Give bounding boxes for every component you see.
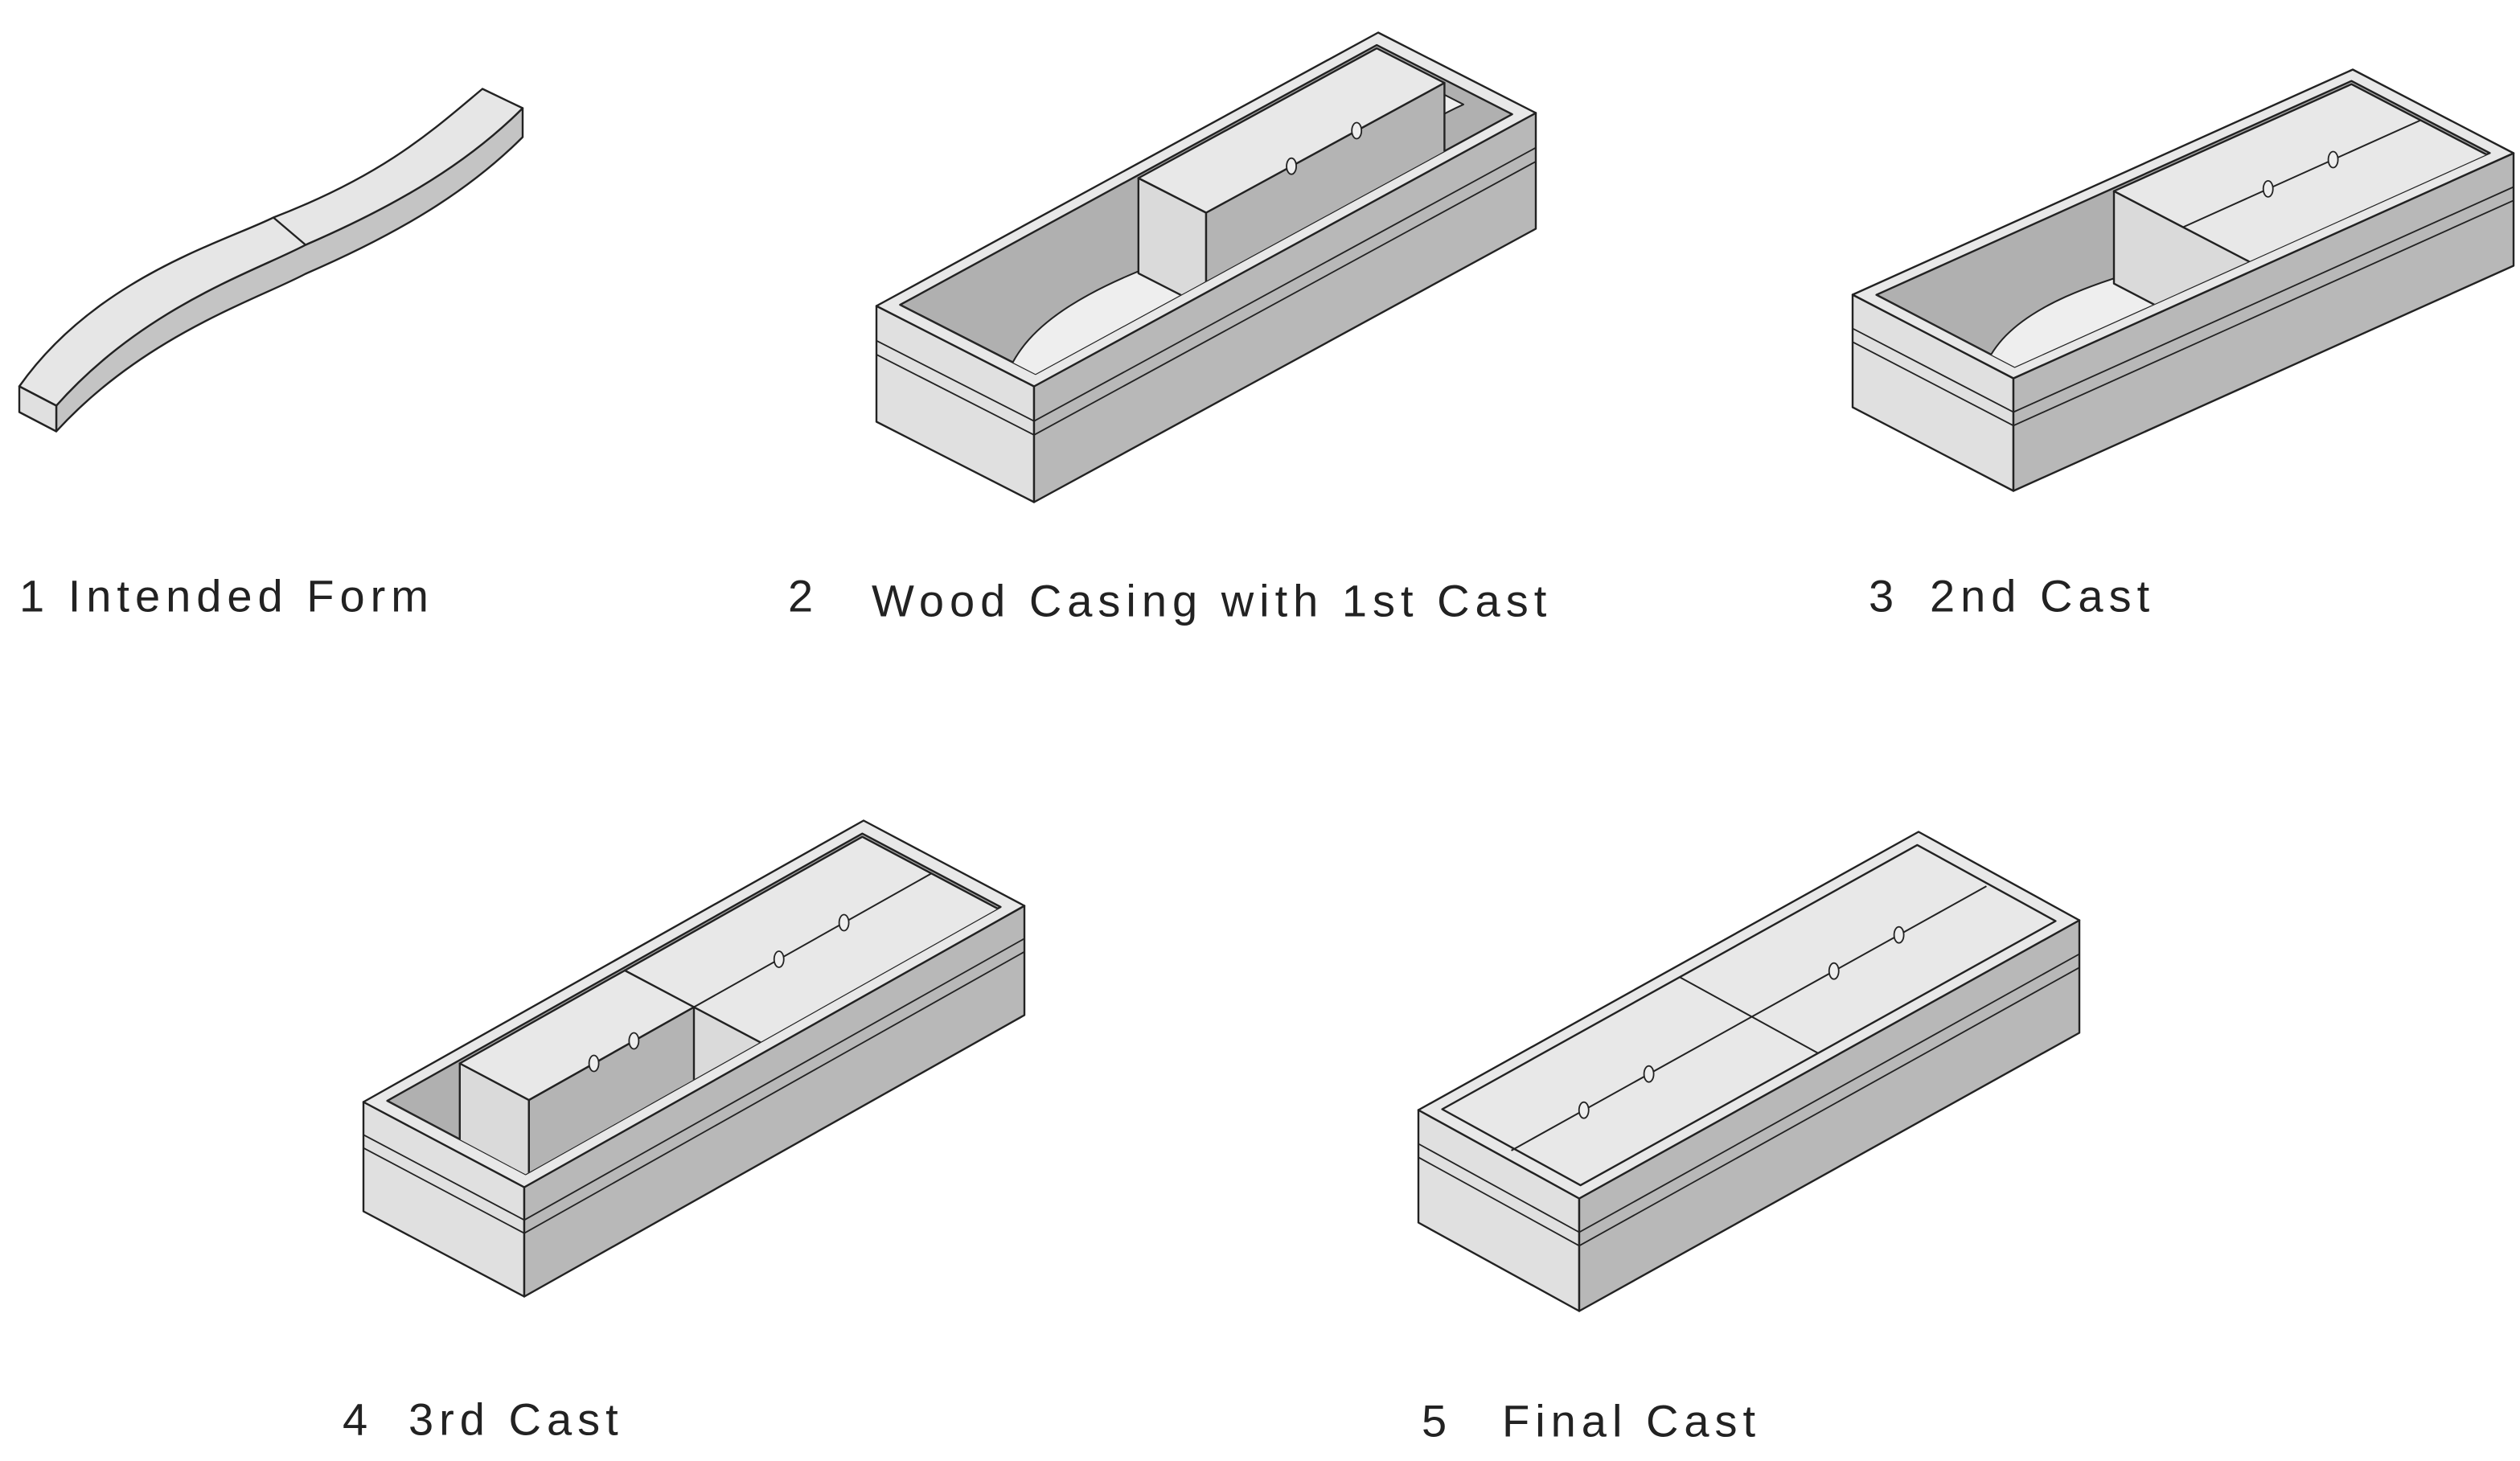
casing-box-2nd-cast [1851,68,2515,492]
panel-2-number: 2 [788,571,819,622]
alignment-pin-icon [1643,1065,1655,1083]
strap-band-line [1852,199,2514,427]
panel-5-number: 5 [1422,1396,1452,1447]
panel-3-number: 3 [1869,571,1899,622]
panel-3-title: 2nd Cast [1930,571,2155,622]
intended-form-bar [18,88,524,433]
panel-4-title: 3rd Cast [408,1394,624,1445]
labels: 1 Intended Form 2 Wood Casing with 1st C… [19,571,2155,1447]
strap-band-line [876,146,1537,422]
panel-1-label: 1 Intended Form [19,571,434,622]
casing-box-3rd-cast [362,819,1026,1298]
alignment-pin-icon [838,913,850,932]
bar-top-face [18,88,524,407]
strap-band-line [1418,966,2080,1247]
strap-band-line [876,161,1537,436]
cast-top-face [1137,47,1446,214]
alignment-pin-icon [2327,150,2339,169]
panel-5-title: Final Cast [1502,1396,1761,1447]
alignment-pin-icon [1828,962,1840,980]
bar-end-face [18,385,58,433]
drawings [18,31,2515,1312]
alignment-pin-icon [588,1054,600,1073]
cast-seam-line [1511,885,1987,1151]
alignment-pin-icon [1578,1101,1590,1119]
alignment-pin-icon [1351,121,1363,140]
alignment-pin-icon [773,950,785,968]
panel-2-title: Wood Casing with 1st Cast [872,576,1552,626]
strap-band-line [363,950,1025,1234]
panel-4-number: 4 [343,1394,373,1445]
alignment-pin-icon [2262,179,2274,198]
alignment-pin-icon [628,1032,640,1050]
alignment-pin-icon [1286,157,1297,175]
bar-joint-line [273,216,306,246]
strap-band-line [1852,186,2514,413]
cast-seam-line [2182,119,2421,228]
strap-band-line [1418,953,2080,1233]
casing-box-final-cast [1417,831,2081,1312]
alignment-pin-icon [1893,925,1905,944]
casing-box-1st-cast [875,31,1537,503]
strap-band-line [363,938,1025,1221]
cast-seam-line [1679,976,1819,1054]
